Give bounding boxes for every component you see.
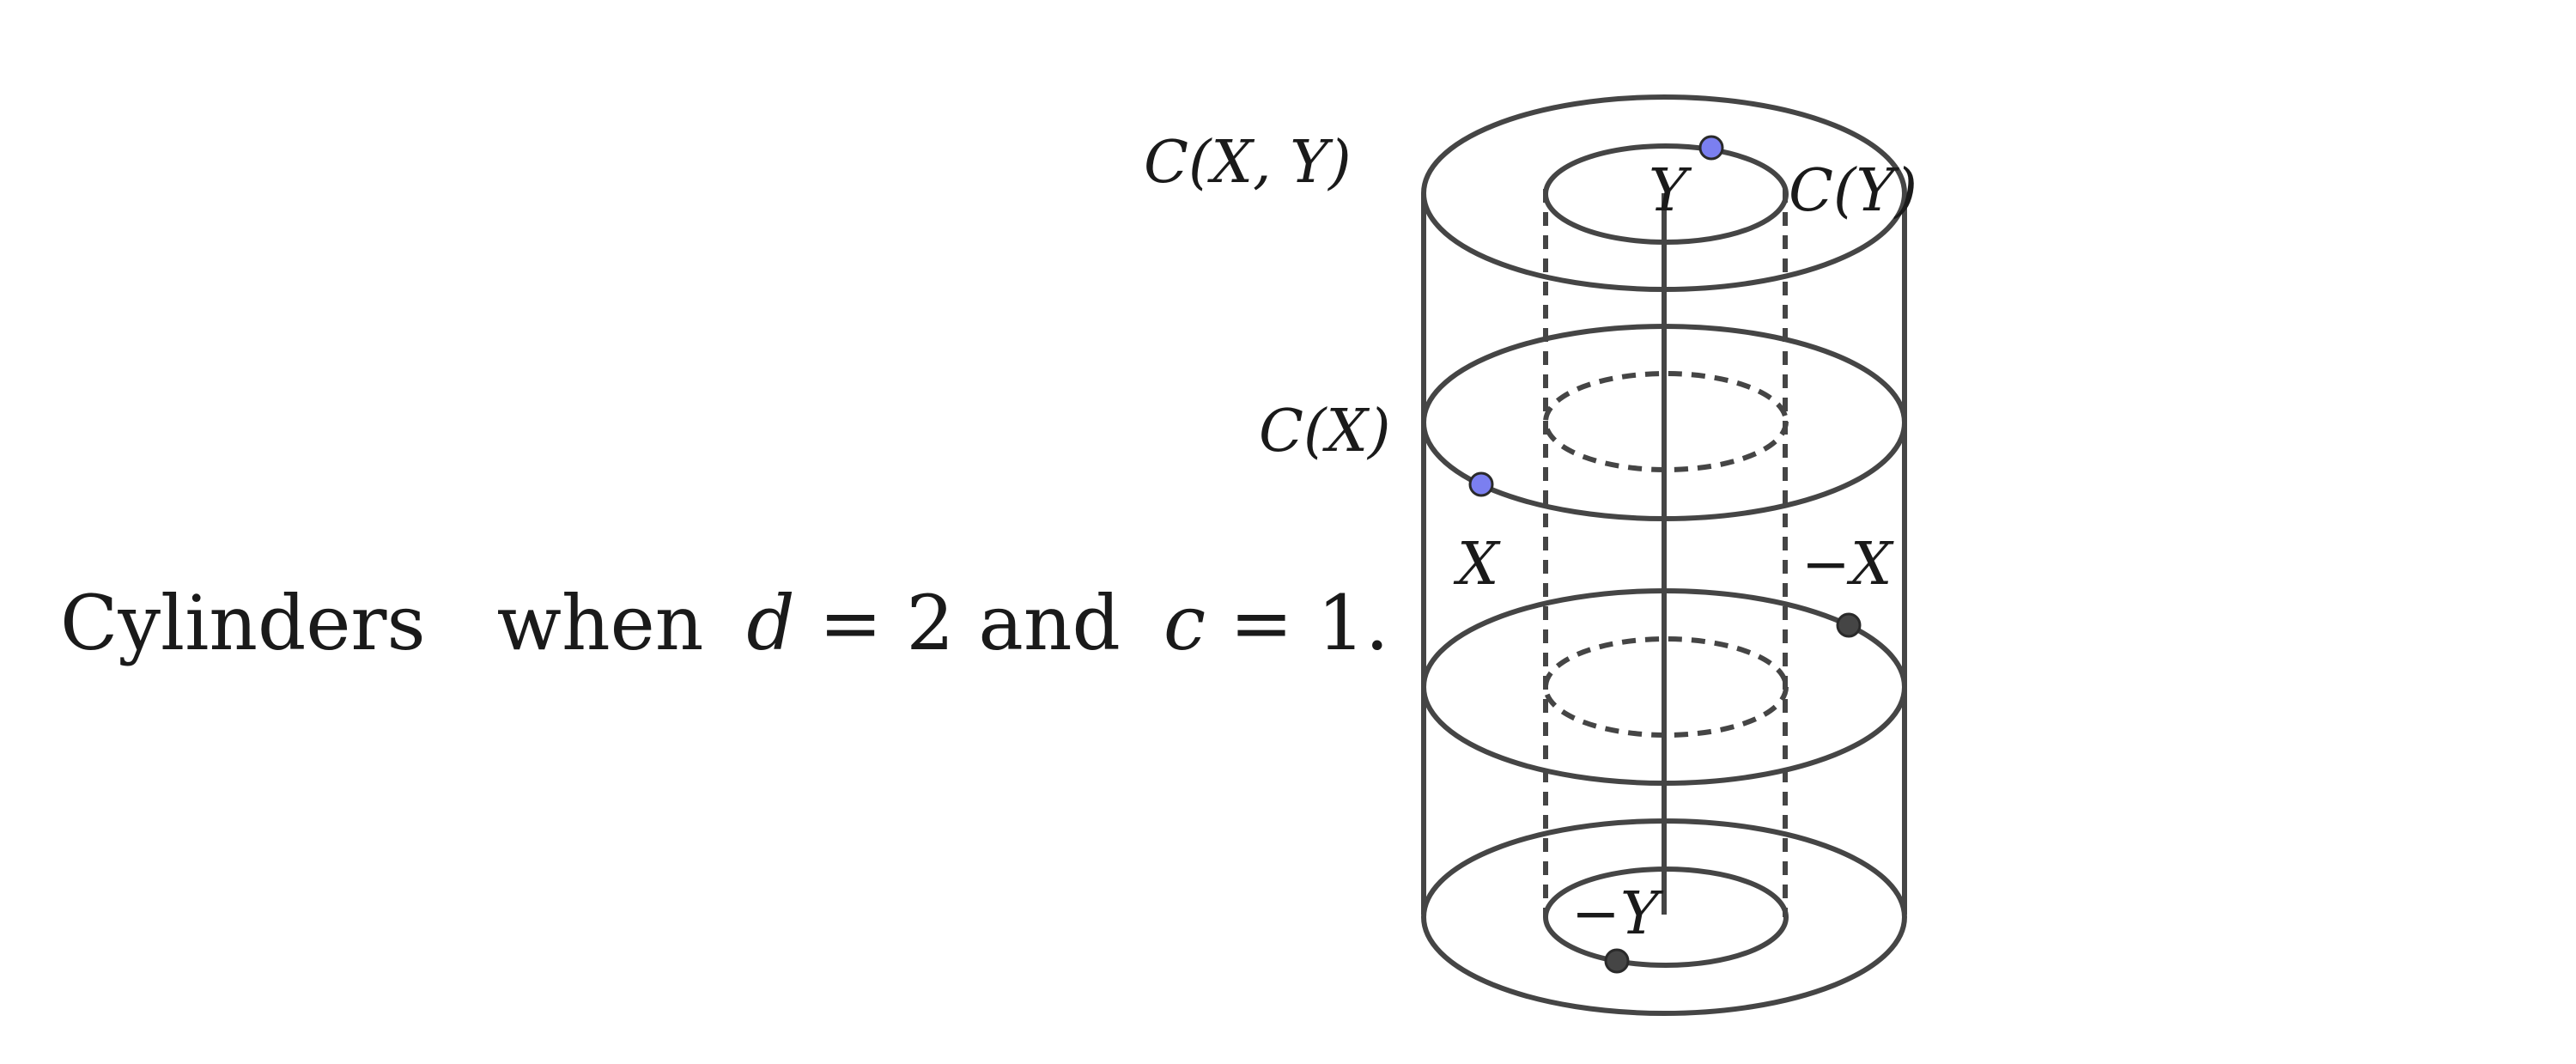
label-cy: C(Y) — [1789, 157, 1917, 225]
second-outer-ellipse — [1421, 324, 1907, 521]
caption-c-equals: = 1. — [1206, 579, 1389, 667]
bottom-inner-ellipse — [1543, 866, 1789, 968]
caption-d-variable: d — [746, 579, 794, 667]
caption: Cylinders when d = 2 and c = 1. — [60, 579, 1389, 667]
caption-and: and — [978, 579, 1120, 667]
third-inner-ellipse — [1543, 636, 1789, 738]
top-outer-ellipse — [1421, 94, 1907, 292]
second-inner-ellipse — [1543, 371, 1789, 472]
caption-d-equals: = 2 — [795, 579, 979, 667]
third-outer-ellipse — [1421, 588, 1907, 786]
point-y — [1698, 135, 1724, 161]
bottom-outer-ellipse — [1421, 818, 1907, 1016]
label-neg-x: −X — [1801, 531, 1894, 599]
point-x — [1468, 471, 1494, 497]
label-cx: C(X) — [1259, 398, 1391, 465]
label-cxy: C(X, Y) — [1144, 129, 1352, 197]
caption-word: Cylinders — [60, 579, 426, 667]
label-y: Y — [1649, 157, 1692, 225]
label-neg-y: −Y — [1571, 880, 1664, 948]
caption-c-variable: c — [1163, 579, 1206, 667]
label-x: X — [1453, 531, 1501, 599]
point-neg-x — [1836, 612, 1862, 638]
caption-when: when — [497, 579, 704, 667]
top-inner-ellipse — [1543, 143, 1789, 245]
point-neg-y — [1604, 948, 1630, 974]
